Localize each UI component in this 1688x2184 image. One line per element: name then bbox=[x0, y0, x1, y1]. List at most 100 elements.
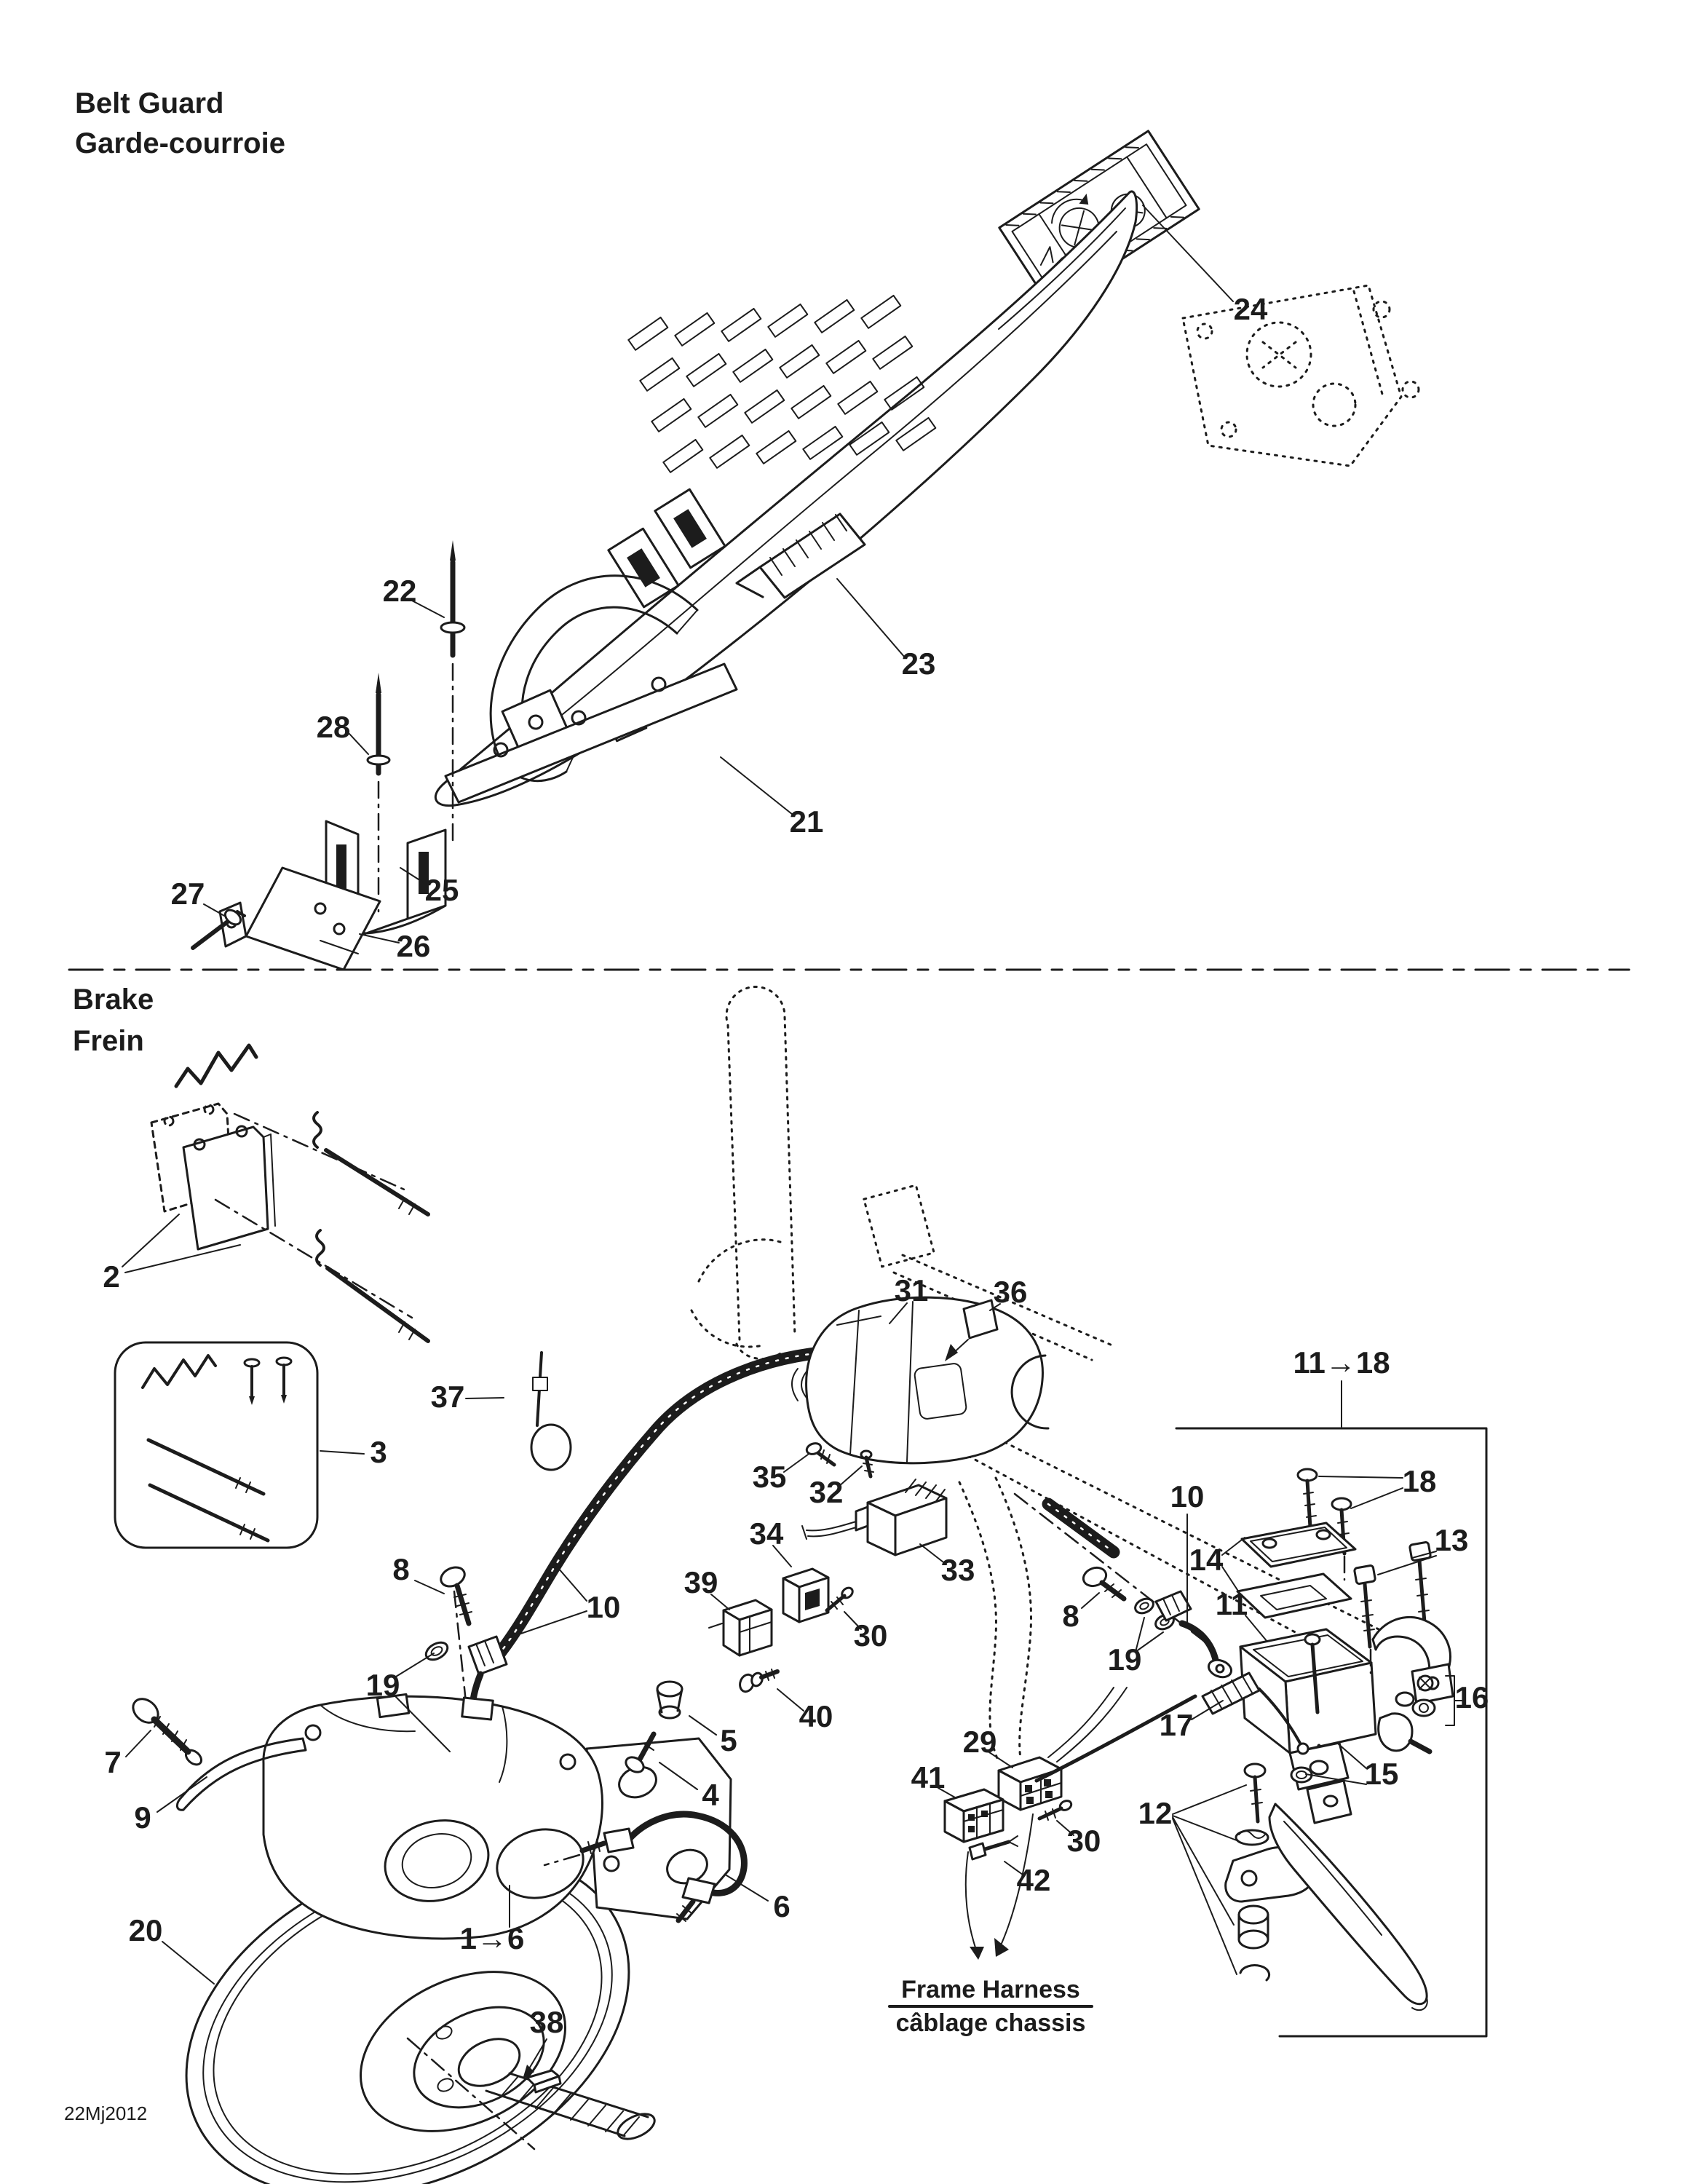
callout-16: 16 bbox=[1455, 1680, 1489, 1714]
callout-21: 21 bbox=[790, 804, 824, 839]
callout-28: 28 bbox=[317, 710, 351, 744]
section-title-en: Belt Guard bbox=[75, 87, 223, 119]
handlebar-clamp bbox=[1371, 1615, 1454, 1705]
connector-34 bbox=[782, 1567, 830, 1623]
relay-33 bbox=[801, 1479, 948, 1556]
assembly-axis-right bbox=[1013, 1492, 1213, 1648]
connector-29 bbox=[997, 1687, 1128, 1811]
screw-30-upper bbox=[825, 1586, 854, 1613]
callout-32: 32 bbox=[809, 1475, 844, 1509]
callout-42: 42 bbox=[1017, 1863, 1051, 1897]
brake-hose bbox=[457, 1345, 845, 1766]
callout-41: 41 bbox=[911, 1760, 946, 1795]
reservoir-cover bbox=[1240, 1522, 1357, 1568]
screw-35 bbox=[805, 1442, 836, 1467]
hose-6 bbox=[543, 1811, 748, 1923]
bleeder-cap bbox=[656, 1680, 683, 1720]
mounting-rail bbox=[444, 662, 738, 804]
callout-6: 6 bbox=[773, 1889, 790, 1923]
wear-lever-9 bbox=[176, 1737, 307, 1811]
callout-12: 12 bbox=[1138, 1796, 1173, 1830]
callout-30b: 30 bbox=[1067, 1824, 1101, 1858]
callout-8r: 8 bbox=[1062, 1599, 1079, 1633]
banjo-bolt-left bbox=[440, 1566, 472, 1626]
lever-pivot bbox=[1288, 1741, 1352, 1824]
callout-8l: 8 bbox=[392, 1552, 409, 1586]
callout-11-18: 11→18 bbox=[1293, 1345, 1390, 1380]
bleeder-screw bbox=[625, 1731, 657, 1773]
callout-26: 26 bbox=[397, 929, 431, 963]
brake-pads-assembly bbox=[150, 1043, 430, 1343]
callout-38: 38 bbox=[530, 2005, 564, 2039]
callout-23: 23 bbox=[902, 646, 936, 681]
guard-tab bbox=[654, 488, 726, 569]
callout-10l: 10 bbox=[587, 1590, 621, 1624]
shoulder-screw-22 bbox=[440, 540, 466, 844]
callout-17: 17 bbox=[1160, 1708, 1194, 1742]
callout-27: 27 bbox=[171, 877, 205, 911]
pin-32 bbox=[860, 1449, 874, 1479]
reservoir-gasket bbox=[1236, 1572, 1352, 1619]
callout-36: 36 bbox=[994, 1275, 1028, 1309]
vent-strip bbox=[735, 513, 866, 599]
callout-7: 7 bbox=[104, 1745, 121, 1779]
belt-guard-body bbox=[434, 190, 1138, 807]
bolt-7 bbox=[132, 1698, 203, 1766]
brake-lever bbox=[1268, 1803, 1428, 2011]
section-title-fr: Frein bbox=[73, 1025, 144, 1057]
connector-39 bbox=[708, 1599, 773, 1657]
callout-20: 20 bbox=[129, 1913, 163, 1947]
service-kit-box bbox=[114, 1341, 319, 1549]
callout-33: 33 bbox=[941, 1553, 975, 1587]
leader-lines bbox=[122, 205, 1437, 1985]
guard-tab bbox=[607, 527, 680, 609]
callout-19r: 19 bbox=[1108, 1642, 1142, 1677]
section-title-en: Brake bbox=[73, 984, 154, 1016]
callout-13: 13 bbox=[1435, 1523, 1469, 1557]
switch-decal bbox=[945, 1299, 999, 1361]
callout-4: 4 bbox=[702, 1778, 719, 1812]
belt-guard-section: Belt Guard Garde-courroie bbox=[75, 87, 1420, 971]
clamp-bolts bbox=[1353, 1541, 1432, 1674]
master-cylinder-bracket bbox=[1175, 1427, 1488, 2038]
callout-5: 5 bbox=[720, 1723, 737, 1757]
kit-screw bbox=[243, 1358, 261, 1405]
callout-30a: 30 bbox=[854, 1618, 888, 1653]
switch-parts-16 bbox=[1377, 1674, 1462, 1754]
hidden-wiring bbox=[994, 1476, 1032, 1760]
callout-37: 37 bbox=[431, 1380, 465, 1414]
brake-caliper bbox=[262, 1693, 732, 1940]
callout-35: 35 bbox=[753, 1460, 787, 1494]
callout-11: 11 bbox=[1216, 1587, 1248, 1621]
bolt-40 bbox=[739, 1669, 780, 1693]
callout-25: 25 bbox=[425, 873, 459, 907]
key-38 bbox=[523, 2038, 562, 2094]
reservoir-body bbox=[1239, 1628, 1377, 1795]
brake-section: Brake Frein bbox=[73, 984, 1488, 2184]
brake-disc bbox=[185, 1850, 656, 2184]
callout-14: 14 bbox=[1189, 1543, 1224, 1577]
master-cylinder bbox=[1034, 1468, 1462, 2011]
hidden-bracket bbox=[1181, 284, 1420, 467]
section-title-fr: Garde-courroie bbox=[75, 127, 285, 159]
callout-29: 29 bbox=[963, 1725, 997, 1759]
callout-19l: 19 bbox=[366, 1668, 400, 1702]
callout-10r: 10 bbox=[1170, 1479, 1205, 1514]
callout-3: 3 bbox=[370, 1435, 387, 1469]
steering-column-hidden bbox=[690, 986, 1386, 1670]
callout-1-6: 1→6 bbox=[460, 1921, 525, 1955]
callout-34: 34 bbox=[750, 1516, 784, 1551]
screw-30-lower bbox=[1037, 1800, 1073, 1821]
cable-tie bbox=[530, 1351, 572, 1471]
rivet-27 bbox=[191, 909, 246, 950]
frame-harness-label-fr: câblage chassis bbox=[896, 2009, 1086, 2037]
callout-18: 18 bbox=[1403, 1464, 1437, 1498]
footer-code: 22Mj2012 bbox=[64, 2102, 147, 2124]
louver-grid bbox=[627, 294, 937, 473]
callout-39: 39 bbox=[684, 1565, 718, 1599]
frame-harness-callout: Frame Harness câblage chassis bbox=[888, 1813, 1093, 2037]
callout-24: 24 bbox=[1234, 292, 1268, 326]
callout-15: 15 bbox=[1365, 1757, 1399, 1791]
